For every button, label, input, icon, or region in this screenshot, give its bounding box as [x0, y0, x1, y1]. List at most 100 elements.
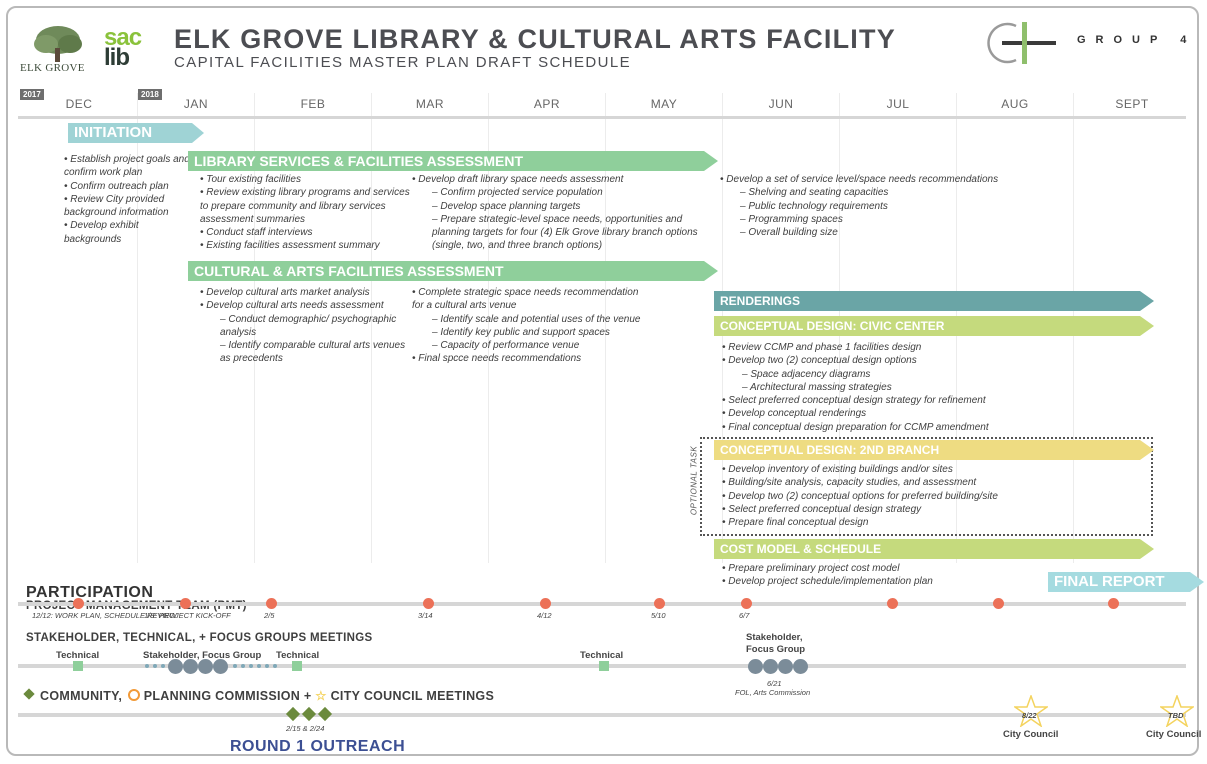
list-item: • Review CCMP and phase 1 facilities des… — [722, 342, 922, 353]
civic-center-design-bar: CONCEPTUAL DESIGN: CIVIC CENTER — [714, 316, 1154, 336]
list-item: • Develop conceptual renderings — [722, 408, 867, 420]
pmt-meeting-dot — [741, 598, 752, 609]
list-item: • Existing facilities assessment summary — [200, 240, 380, 252]
civic-center-list: • Review CCMP and phase 1 facilities des… — [722, 341, 1052, 434]
cost-model-list: • Prepare preliminary project cost model… — [722, 562, 1022, 589]
technical-meeting-marker — [599, 661, 609, 671]
list-item: – Identify key public and support spaces — [432, 326, 610, 338]
focus-group-marker — [198, 659, 213, 674]
list-item: – Capacity of performance venue — [432, 340, 580, 352]
list-item: – Space adjacency diagrams — [742, 368, 871, 380]
pmt-label: 1/8: PROJECT KICK-OFF — [144, 611, 231, 620]
technical-label: Technical — [56, 650, 100, 661]
city-council-star-icon — [1014, 695, 1048, 727]
pmt-meeting-dot — [887, 598, 898, 609]
participation-title: PARTICIPATION — [26, 584, 154, 601]
month-jan: JAN — [183, 97, 209, 111]
month-aug: AUG — [1001, 97, 1029, 111]
renderings-bar: RENDERINGS — [714, 291, 1154, 311]
list-item: • Complete strategic space needs recomme… — [412, 287, 639, 312]
focus-group-marker — [213, 659, 228, 674]
cultural-list-col1: • Develop cultural arts market analysis … — [200, 286, 408, 366]
pmt-meeting-dot — [180, 598, 191, 609]
year-2018-badge: 2018 — [138, 89, 162, 100]
month-divider — [137, 93, 138, 563]
lib-logo-text: lib — [104, 44, 130, 71]
list-item: • Review City provided background inform… — [64, 193, 169, 219]
dot-marker — [249, 664, 253, 668]
dot-marker — [161, 664, 165, 668]
stakeholder-june-label: Stakeholder, — [746, 632, 803, 643]
year-2017-badge: 2017 — [20, 89, 44, 100]
second-branch-design-bar: CONCEPTUAL DESIGN: 2ND BRANCH — [714, 440, 1154, 460]
list-item: • Conduct staff interviews — [200, 227, 313, 239]
dot-marker — [265, 664, 269, 668]
month-feb: FEB — [300, 97, 326, 111]
list-item: – Confirm projected service population — [432, 187, 603, 199]
dot-marker — [241, 664, 245, 668]
list-item: – Architectural massing strategies — [742, 381, 892, 393]
city-council-star-icon — [1160, 695, 1194, 727]
council-date-label: TBD — [1168, 711, 1184, 720]
community-track — [18, 713, 1186, 717]
pmt-label: 12/12: WORK PLAN, SCHEDULE REVIEW — [32, 611, 177, 620]
month-apr: APR — [533, 97, 561, 111]
stakeholder-section-title: STAKEHOLDER, TECHNICAL, + FOCUS GROUPS M… — [26, 632, 373, 644]
technical-meeting-marker — [73, 661, 83, 671]
page-subtitle: CAPITAL FACILITIES MASTER PLAN DRAFT SCH… — [174, 54, 631, 71]
month-mar: MAR — [415, 97, 445, 111]
final-report-bar: FINAL REPORT — [1048, 572, 1204, 592]
list-item: • Final conceptual design preparation fo… — [722, 421, 989, 433]
focus-group-june-label: Focus Group — [746, 644, 806, 655]
list-item: • Final spcce needs recommendations — [412, 353, 582, 365]
pmt-track — [18, 602, 1186, 606]
dot-marker — [153, 664, 157, 668]
list-item: – Develop space planning targets — [432, 200, 581, 212]
technical-label: Technical — [276, 650, 320, 661]
june-date-label: 6/21 — [767, 679, 782, 688]
pmt-meeting-dot — [266, 598, 277, 609]
community-diamond-icon — [23, 688, 35, 700]
library-assessment-bar: LIBRARY SERVICES & FACILITIES ASSESSMENT — [188, 151, 718, 171]
focus-group-marker — [748, 659, 763, 674]
list-item: • Develop project schedule/implementatio… — [722, 576, 933, 588]
pmt-meeting-dot — [423, 598, 434, 609]
list-item: • Select preferred conceptual design str… — [722, 503, 922, 515]
pmt-label: 3/14 — [418, 611, 433, 620]
round1-outreach-label: ROUND 1 OUTREACH — [230, 738, 406, 755]
month-sept: SEPT — [1115, 97, 1149, 111]
initiation-bar: INITIATION — [68, 123, 204, 143]
optional-task-label: OPTIONAL TASK — [689, 445, 699, 516]
pmt-meeting-dot — [1108, 598, 1119, 609]
council-date-label: 8/22 — [1022, 711, 1037, 720]
sac-logo-text: sac — [104, 24, 142, 51]
list-item: – Programming spaces — [740, 213, 843, 225]
second-branch-list: • Develop inventory of existing building… — [722, 463, 1062, 529]
technical-meeting-marker — [292, 661, 302, 671]
timeline-axis — [18, 116, 1186, 119]
elk-grove-tree-logo — [34, 26, 82, 62]
dot-marker — [233, 664, 237, 668]
list-item: • Develop cultural arts market analysis — [200, 287, 370, 298]
pmt-label: 6/7 — [739, 611, 750, 620]
focus-group-marker — [763, 659, 778, 674]
planning-circle-icon — [127, 689, 140, 701]
list-item: – Shelving and seating capacities — [740, 187, 889, 199]
list-item: • Develop two (2) conceptual options for… — [722, 490, 998, 502]
month-divider — [488, 93, 489, 563]
month-jul: JUL — [886, 97, 910, 111]
dot-marker — [145, 664, 149, 668]
list-item: • Confirm outreach plan — [64, 180, 169, 192]
list-item: • Develop exhibit backgrounds — [64, 220, 139, 245]
list-item: – Public technology requirements — [740, 200, 888, 212]
list-item: • Tour existing facilities — [200, 174, 301, 185]
list-item: – Identify scale and potential uses of t… — [432, 313, 641, 325]
list-item: • Prepare preliminary project cost model — [722, 563, 900, 574]
list-item: • Develop a set of service level/space n… — [720, 174, 999, 185]
list-item: – Prepare strategic-level space needs, o… — [432, 213, 698, 252]
cultural-assessment-bar: CULTURAL & ARTS FACILITIES ASSESSMENT — [188, 261, 718, 281]
focus-group-marker — [778, 659, 793, 674]
list-item: – Identify comparable cultural arts venu… — [220, 340, 406, 365]
stakeholder-focus-label: Stakeholder, Focus Group — [143, 650, 262, 661]
star-icon: ☆ — [315, 689, 327, 703]
